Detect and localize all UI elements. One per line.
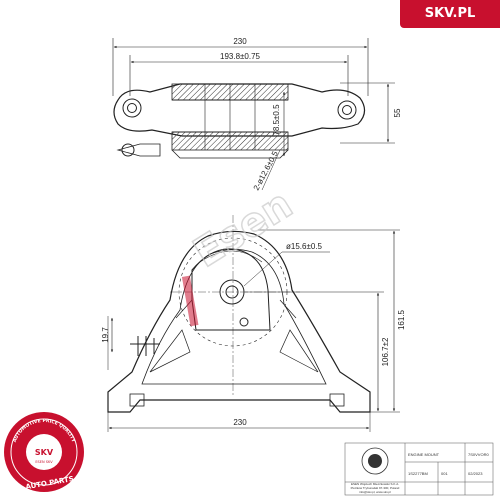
company-line2: Piotrków Trybunalski 97-300, Poland (351, 486, 400, 490)
front-view (107, 215, 400, 432)
brand-badge[interactable]: SKV.PL (400, 0, 500, 28)
bore-hole (219, 279, 245, 305)
seal-center-text: SKV (35, 448, 54, 457)
drawing-date: 02/2023 (468, 471, 483, 476)
quality-seal: AUTOMOTIVE PRICE QUALITY SKV ESEN SKV AU… (4, 412, 84, 492)
part-name: ENGINE MOUNT (408, 452, 440, 457)
watermark: Esen (181, 180, 301, 327)
title-block (344, 442, 494, 496)
dim-overall-label: 230 (233, 37, 247, 46)
seal-sub-text: ESEN SKV (35, 460, 53, 464)
dim-height-label: 55 (393, 108, 402, 117)
dim-bore-label: ø15.6±0.5 (286, 242, 323, 251)
company-line3: info@skv.pl, www.skv.pl (359, 490, 391, 494)
dim-stud-offset-label: 19.7 (101, 327, 110, 343)
watermark-accent-mark (181, 275, 199, 327)
dim-pitch-label: 193.8±0.75 (220, 52, 261, 61)
dim-base-width-label: 230 (233, 418, 247, 427)
top-view (112, 38, 395, 191)
dim-total-height-label: 161.5 (397, 309, 406, 330)
drawing-number: 1S2277BM (408, 471, 428, 476)
company-line1: ESEN Wojciech Mieczkowski S.K.A. (351, 482, 399, 486)
dim-inner-label: 78.5±0.5 (272, 104, 281, 136)
part-number-code: 7S0VVOR0 (468, 452, 489, 457)
dim-center-height-label: 106.7±2 (381, 337, 390, 366)
sheet-number: 001 (441, 471, 448, 476)
